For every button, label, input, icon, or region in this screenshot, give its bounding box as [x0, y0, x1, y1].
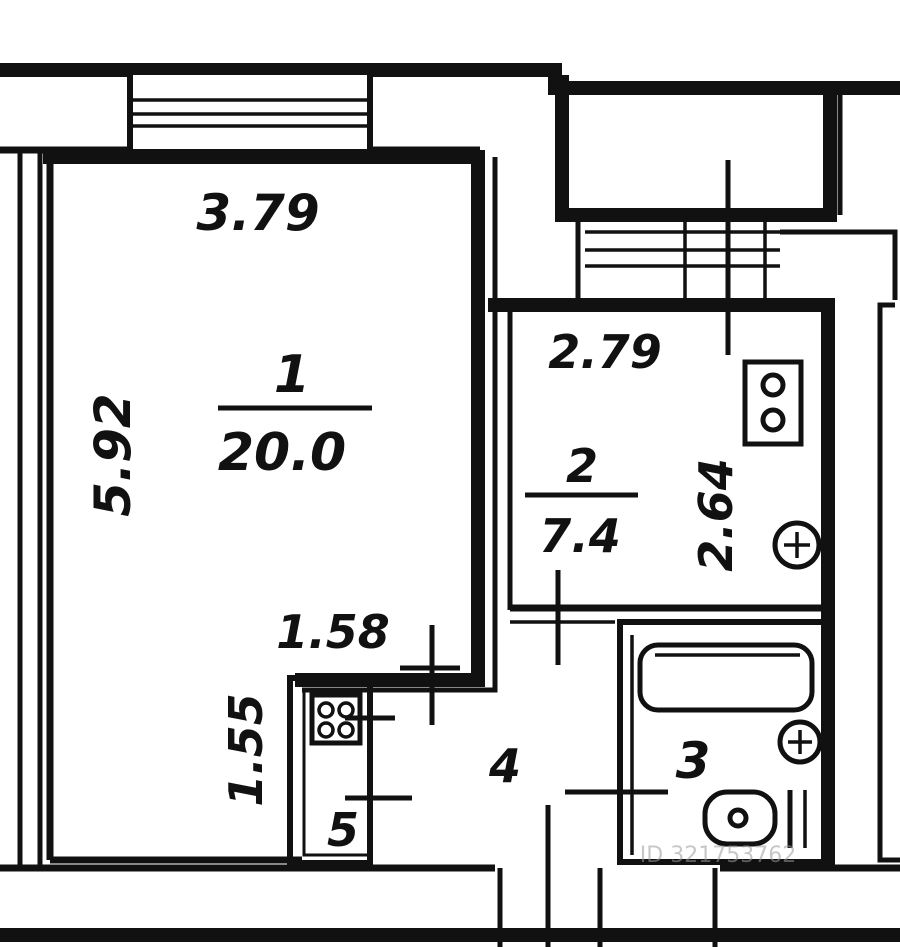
room-1-width-dimension: 3.79	[196, 184, 319, 242]
room-3-number: 3	[676, 732, 711, 790]
left-wall	[17, 150, 54, 870]
upper-right-structure	[555, 75, 898, 355]
hall-length-dimension: 1.55	[219, 693, 273, 807]
window-top	[127, 69, 373, 155]
room-1-area: 20.0	[218, 423, 346, 483]
washbasin-icon	[777, 719, 823, 765]
stove-icon	[742, 359, 804, 447]
hallway-marks	[345, 625, 718, 947]
watermark-text: ID 321753762	[640, 843, 796, 868]
room-3-walls	[617, 619, 828, 865]
room-5-number: 5	[327, 803, 359, 857]
room-5-walls	[287, 675, 373, 866]
right-wall	[877, 302, 900, 863]
room-4-number: 4	[488, 739, 521, 793]
hall-width-dimension: 1.58	[276, 605, 390, 659]
room-2-width-dimension: 2.79	[548, 325, 662, 379]
bathtub-icon	[637, 642, 815, 713]
sink-icon	[772, 520, 822, 570]
room-2-area: 7.4	[539, 509, 621, 563]
room-2-walls	[488, 298, 835, 867]
room-2-length-dimension: 2.64	[689, 458, 743, 572]
room-2-number: 2	[566, 439, 598, 493]
room-1-length-dimension: 5.92	[84, 393, 142, 516]
toilet-icon	[702, 789, 807, 848]
room-1-number: 1	[274, 345, 310, 405]
